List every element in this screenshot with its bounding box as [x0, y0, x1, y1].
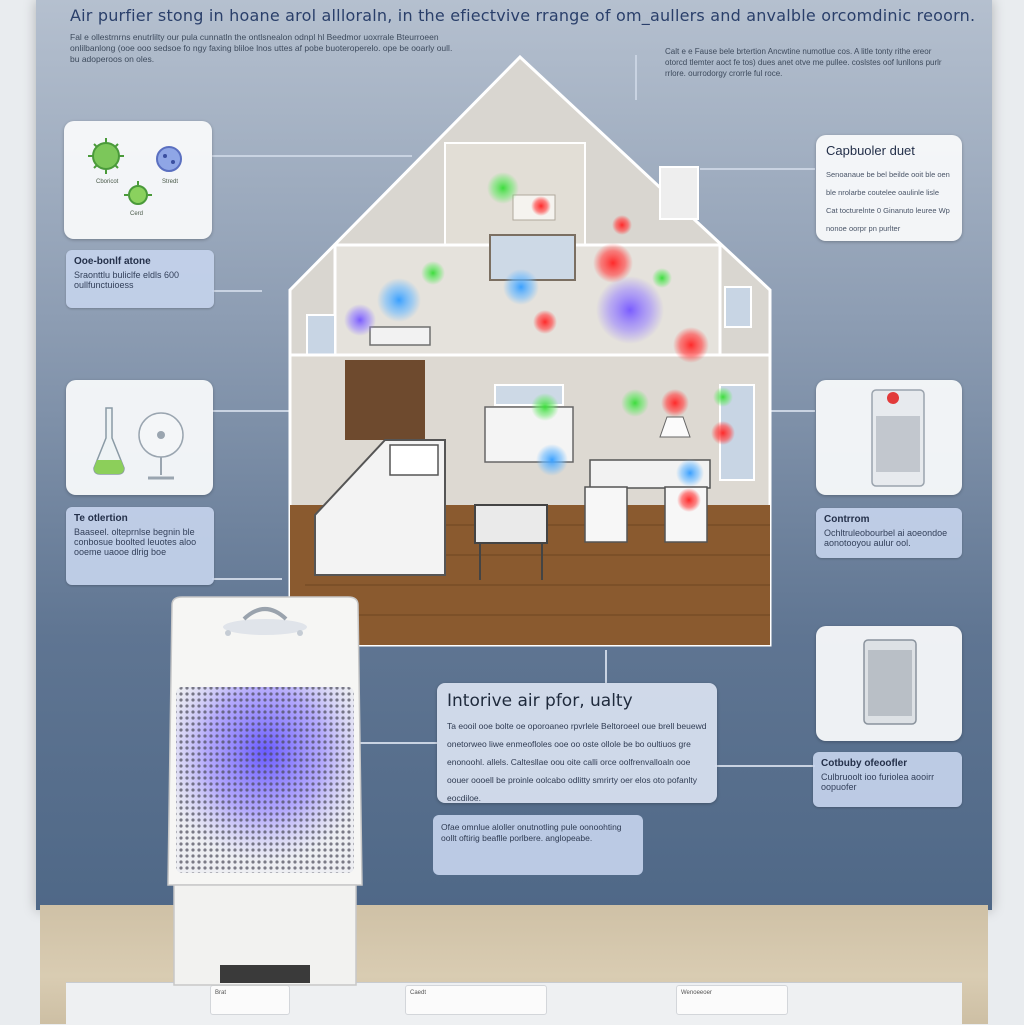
- connector-line: [360, 742, 437, 744]
- card-title: Capbuoler duet: [826, 143, 915, 158]
- microbe-label: Stredt: [162, 179, 179, 185]
- blue-bacteria-icon: [156, 146, 182, 172]
- shelf-tag: Wenoeeoer: [676, 985, 788, 1015]
- label-title: Contrrom: [824, 514, 870, 525]
- green-particle: [652, 268, 672, 288]
- control-panel: [223, 619, 307, 635]
- blue-particle: [536, 444, 568, 476]
- label-body: Sraonttlu buliclfe eldls 600 oullfunctui…: [74, 270, 180, 290]
- green-particle: [531, 393, 559, 421]
- connector-line: [212, 578, 282, 580]
- connector-line: [605, 650, 607, 683]
- microbe-label: Cboricot: [96, 179, 119, 185]
- left-label-card: Te otlertion Baaseel. olteprnlse begnin …: [66, 507, 214, 585]
- upper-window: [489, 234, 576, 281]
- headline-info-panel: Intorive air pfor, ualty Ta eooil ooe bo…: [437, 683, 717, 803]
- label-body: Baaseel. olteprnlse begnin ble conbosue …: [74, 527, 197, 557]
- shelf-tag-text: Wenoeeoer: [681, 990, 712, 996]
- filter-unit-icon: [863, 639, 917, 725]
- corner-note: Calt e e Fause bele brtertion Ancwtine n…: [665, 47, 942, 78]
- red-particle: [533, 310, 557, 334]
- bed: [369, 326, 431, 346]
- filter-thumbnail-card: [816, 626, 962, 741]
- shelf-tag: Brat: [210, 985, 290, 1015]
- air-purifier-product: [167, 596, 363, 986]
- microbe-card: Cboricot Stredt Cerd: [64, 121, 212, 239]
- coffee-table: [474, 504, 548, 544]
- connector-line: [212, 155, 412, 157]
- window: [724, 286, 752, 328]
- label-body: Culbruoolt ioo furiolea aooirr oopuofer: [821, 772, 935, 792]
- dining-chair: [584, 486, 628, 543]
- green-particle: [713, 387, 733, 407]
- right-label-card: Cotbuby ofeoofler Culbruoolt ioo furiole…: [813, 752, 962, 807]
- house-cutaway-illustration: [288, 55, 772, 647]
- purifier-thumbnail-card: [816, 380, 962, 495]
- red-particle: [612, 215, 632, 235]
- red-particle: [673, 327, 709, 363]
- poster-title: Air purfier stong in hoane arol allloral…: [70, 6, 976, 25]
- red-particle: [531, 196, 551, 216]
- purple-particle: [344, 304, 376, 336]
- card-body: Senoanaue be bel beilde ooit ble oen ble…: [826, 170, 950, 233]
- right-label-card: Contrrom Ochltruleobourbel ai aoeondoe a…: [816, 508, 962, 558]
- label-body: Ochltruleobourbel ai aoeondoe aonotooyou…: [824, 528, 948, 548]
- green-particle: [421, 261, 445, 285]
- label-title: Ooe-bonlf atone: [74, 256, 151, 267]
- blue-particle: [377, 278, 421, 322]
- red-particle: [677, 488, 701, 512]
- lab-equipment-card: [66, 380, 213, 495]
- green-particle: [487, 172, 519, 204]
- left-label-card: Ooe-bonlf atone Sraonttlu buliclfe eldls…: [66, 250, 214, 308]
- purple-particle: [596, 276, 664, 344]
- shelf-tag-text: Caedt: [410, 990, 427, 996]
- connector-line: [635, 55, 637, 100]
- label-title: Te otlertion: [74, 513, 128, 524]
- connector-line: [770, 410, 815, 412]
- label-title: Cotbuby ofeoofler: [821, 758, 908, 769]
- sub-info-panel: Ofae omnlue aloller onutnotling pule oon…: [433, 815, 643, 875]
- headline-body: Ta eooil ooe bolte oe oporoaneo rpvrlele…: [447, 721, 707, 803]
- air-intake: [220, 965, 310, 983]
- small-green-virus-icon: [124, 181, 152, 205]
- headline: Intorive air pfor, ualty: [447, 691, 633, 711]
- intro-text: Fal e ollestrnrns enutrlilty our pula cu…: [70, 32, 453, 64]
- desk-fan-icon: [138, 412, 184, 480]
- handle-icon: [242, 607, 288, 621]
- microbe-illustration: [88, 138, 182, 205]
- red-particle: [593, 243, 633, 283]
- connector-line: [212, 410, 292, 412]
- microbe-label: Cerd: [130, 211, 144, 217]
- blue-particle: [676, 459, 704, 487]
- red-particle: [661, 389, 689, 417]
- info-card-top-right: Capbuoler duet Senoanaue be bel beilde o…: [816, 135, 962, 241]
- blue-particle: [503, 269, 539, 305]
- connector-line: [700, 168, 815, 170]
- shelf-tag: Caedt: [405, 985, 547, 1015]
- connector-line: [212, 290, 262, 292]
- lab-illustration: [93, 407, 184, 480]
- shelf-tag-text: Brat: [215, 990, 227, 996]
- green-virus-icon: [88, 138, 124, 174]
- connector-line: [715, 765, 815, 767]
- small-purifier-icon: [871, 389, 925, 487]
- red-particle: [711, 421, 735, 445]
- staircase: [345, 360, 425, 440]
- green-particle: [621, 389, 649, 417]
- flask-icon: [93, 407, 125, 475]
